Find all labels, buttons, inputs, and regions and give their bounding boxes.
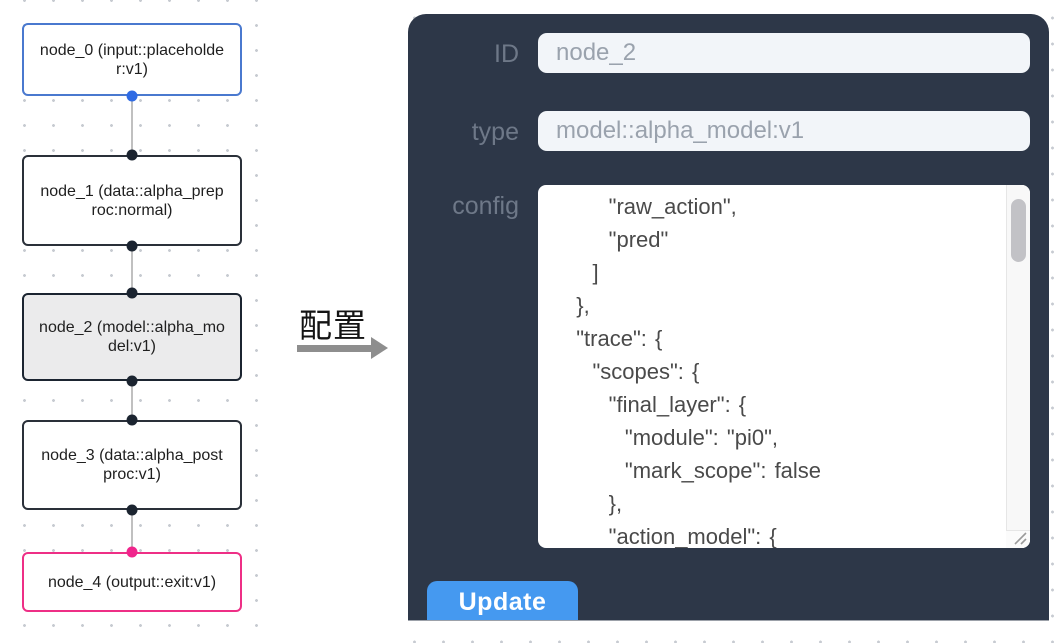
annotation-arrow [297, 345, 373, 352]
update-button[interactable]: Update [427, 581, 578, 620]
port-top-node_2[interactable] [126, 287, 138, 299]
port-top-node_4[interactable] [126, 546, 138, 558]
annotation-arrow-head-icon [371, 337, 388, 359]
flow-edge [131, 510, 133, 552]
flow-node-label: node_2 (model::alpha_model:v1) [39, 319, 225, 355]
flow-edge [131, 381, 133, 420]
resize-handle-icon[interactable] [1011, 529, 1027, 545]
flow-node-node_0[interactable]: node_0 (input::placeholder:v1) [22, 23, 242, 96]
flow-edge [131, 96, 133, 155]
annotation-label: 配置 [299, 307, 367, 344]
config-label: config [452, 192, 519, 220]
flow-node-node_1[interactable]: node_1 (data::alpha_preproc:normal) [22, 155, 242, 246]
port-top-node_3[interactable] [126, 414, 138, 426]
port-bottom-node_2[interactable] [126, 375, 138, 387]
port-top-node_1[interactable] [126, 149, 138, 161]
id-label: ID [494, 40, 519, 68]
port-bottom-node_1[interactable] [126, 240, 138, 252]
flow-canvas[interactable]: node_0 (input::placeholder:v1)node_1 (da… [0, 0, 266, 643]
flow-node-label: node_4 (output::exit:v1) [47, 573, 217, 591]
port-bottom-node_0[interactable] [126, 90, 138, 102]
config-scrollbar-track[interactable] [1006, 185, 1030, 548]
flow-node-node_2[interactable]: node_2 (model::alpha_model:v1) [22, 293, 242, 381]
flow-edge [131, 246, 133, 293]
config-json-text[interactable]: "raw_action", "pred" ] }, "trace": { "sc… [576, 194, 822, 548]
type-label: type [471, 118, 519, 146]
config-panel: ID type config "raw_action", "pred" ] },… [408, 14, 1049, 621]
flow-node-node_3[interactable]: node_3 (data::alpha_postproc:v1) [22, 420, 242, 510]
flow-node-label: node_1 (data::alpha_preproc:normal) [40, 182, 224, 219]
type-input[interactable] [538, 111, 1030, 151]
flow-node-label: node_0 (input::placeholder:v1) [39, 41, 225, 78]
config-textarea[interactable]: "raw_action", "pred" ] }, "trace": { "sc… [538, 185, 1030, 548]
port-bottom-node_3[interactable] [126, 504, 138, 516]
flow-node-node_4[interactable]: node_4 (output::exit:v1) [22, 552, 242, 612]
id-input[interactable] [538, 33, 1030, 73]
flow-node-label: node_3 (data::alpha_postproc:v1) [41, 447, 223, 483]
config-scrollbar-thumb[interactable] [1011, 199, 1026, 262]
